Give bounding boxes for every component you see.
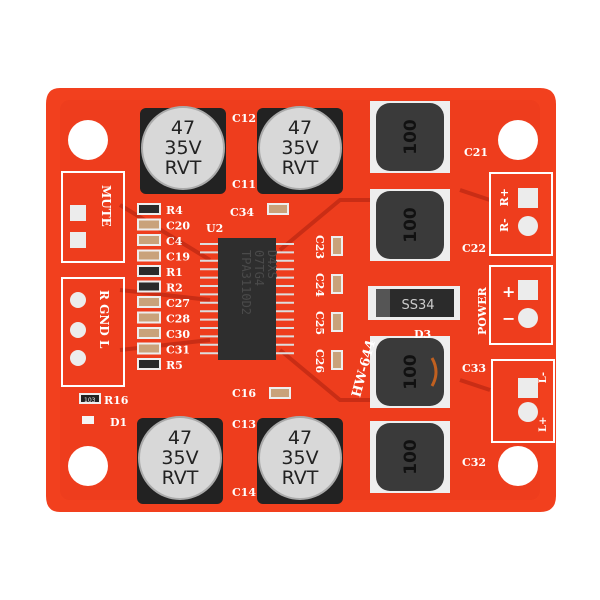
smd-component [137, 311, 161, 324]
smd-component [137, 265, 161, 277]
mute-label: MUTE [99, 185, 113, 227]
capacitor-voltage: 35V [164, 137, 201, 159]
r16-label: R16 [104, 394, 129, 407]
c22-label: C22 [462, 242, 486, 255]
smd-component [331, 274, 343, 294]
capacitor-voltage: 35V [281, 137, 318, 159]
chip-marking: 07TG4 [252, 250, 266, 286]
traces [118, 188, 491, 402]
capacitor-c11: 47 35V RVT [257, 106, 343, 194]
smd-component [137, 342, 161, 355]
capacitor-value: 47 [168, 427, 192, 449]
inductor-value: 100 [401, 354, 421, 390]
component-label: C23 [313, 235, 326, 259]
capacitor-c12: 47 35V RVT [140, 106, 226, 194]
smd-component [331, 312, 343, 332]
component-label: R4 [166, 204, 183, 217]
capacitor-value: 47 [288, 117, 312, 139]
copper-winding [430, 357, 438, 387]
smd-component [331, 350, 343, 370]
component-label: R5 [166, 359, 183, 372]
inductor-1: 100 [370, 101, 450, 173]
smd-component [331, 236, 343, 256]
capacitor-series: RVT [282, 157, 319, 179]
component-label: C31 [166, 344, 190, 357]
capacitor-voltage: 35V [281, 447, 318, 469]
power-connector: + − POWER [476, 265, 553, 345]
d1-label: D1 [110, 416, 127, 429]
component-label: C4 [166, 235, 183, 248]
left-output-connector: L- L+ [491, 359, 555, 443]
component-label: C20 [166, 220, 190, 233]
chip-u2: TPA3110D2 07TG4 D4XS U2 [200, 222, 294, 360]
misc-smd: C34 C16 103 R16 D1 [79, 203, 291, 429]
c14-label: C14 [232, 486, 256, 499]
smd-component [137, 218, 161, 231]
inductor-4: 100 [370, 421, 450, 493]
chip-marking: D4XS [265, 250, 279, 279]
component-label: C26 [313, 349, 326, 373]
c16-label: C16 [232, 387, 256, 400]
diode-d3: SS34 D3 [368, 286, 460, 341]
l-plus-label: L+ [538, 417, 549, 432]
capacitor-series: RVT [162, 467, 199, 489]
led-d1 [82, 416, 94, 424]
u2-label: U2 [206, 222, 223, 235]
component-label: C28 [166, 313, 190, 326]
power-label: POWER [476, 286, 489, 335]
inductor-3: 100 [370, 336, 450, 408]
c21-label: C21 [464, 146, 488, 159]
inductor-value: 100 [401, 439, 421, 475]
mounting-holes [68, 120, 538, 486]
component-label: C24 [313, 273, 326, 297]
resistor-code: 103 [84, 397, 96, 404]
smd-component [137, 249, 161, 262]
smd-component [137, 296, 161, 308]
smd-component [137, 203, 161, 215]
inductor-value: 100 [401, 207, 421, 243]
c34-label: C34 [230, 206, 254, 219]
component-label: C25 [313, 311, 326, 335]
capacitor-series: RVT [165, 157, 202, 179]
l-minus-label: L- [538, 372, 549, 383]
c11-label: C11 [232, 178, 256, 191]
component-label: C19 [166, 251, 190, 264]
power-minus-label: − [502, 309, 515, 328]
component-label: C30 [166, 328, 190, 341]
input-connector: R GND L [61, 277, 125, 387]
inductor-value: 100 [401, 119, 421, 155]
c33-label: C33 [462, 362, 486, 375]
d3-label: D3 [414, 328, 431, 341]
capacitor-value: 47 [288, 427, 312, 449]
r-minus-label: R- [498, 218, 511, 232]
capacitor-series: RVT [282, 467, 319, 489]
input-label: R GND L [97, 290, 111, 349]
capacitor-voltage: 35V [161, 447, 198, 469]
c13-label: C13 [232, 418, 256, 431]
inductor-2: 100 [370, 189, 450, 261]
component-label: C27 [166, 297, 190, 310]
c12-label: C12 [232, 112, 256, 125]
component-label: R2 [166, 282, 183, 295]
mute-connector: MUTE [61, 171, 125, 263]
component-label: R1 [166, 266, 183, 279]
power-plus-label: + [502, 282, 515, 301]
capacitor-c14: 47 35V RVT [257, 416, 343, 504]
chip-pins [200, 243, 294, 355]
chip-part-number: TPA3110D2 [239, 250, 253, 315]
smd-component [137, 358, 161, 370]
smd-component [137, 234, 161, 246]
c32-label: C32 [462, 456, 486, 469]
capacitor-c13: 47 35V RVT [137, 416, 223, 504]
diode-marking: SS34 [401, 298, 434, 313]
capacitor-value: 47 [171, 117, 195, 139]
r-plus-label: R+ [498, 188, 511, 206]
smd-component [137, 327, 161, 339]
smd-component [137, 280, 161, 293]
right-output-connector: R+ R- [489, 172, 553, 256]
